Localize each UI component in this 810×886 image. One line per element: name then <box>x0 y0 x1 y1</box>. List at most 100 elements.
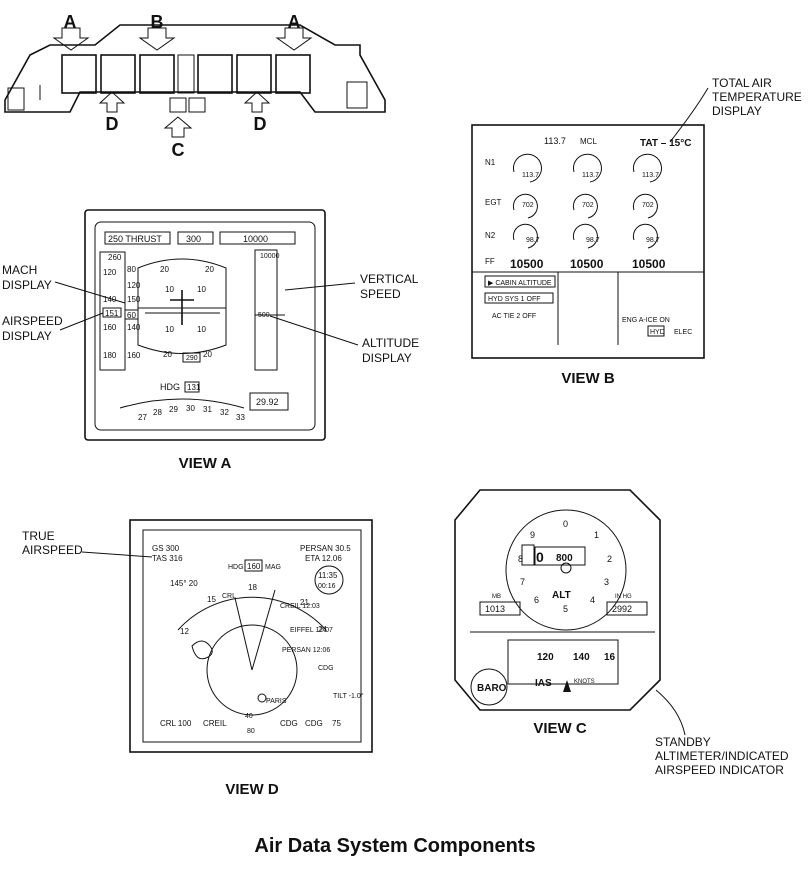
view-a-pfd <box>84 209 326 441</box>
airspeed-callout-2: DISPLAY <box>2 329 52 343</box>
label-a-right: A <box>288 12 301 32</box>
hdg-scale-31: 31 <box>203 405 212 414</box>
cockpit-display-1 <box>61 54 97 94</box>
hdg-scale-27: 27 <box>138 413 147 422</box>
nd-hdg-value: 160 <box>247 562 261 571</box>
view-c-caption: VIEW C <box>533 720 587 737</box>
inhg-value: 2992 <box>612 604 632 614</box>
cockpit-left-instrument <box>7 87 25 111</box>
n2-eng1: 98.7 <box>526 237 540 244</box>
dial-3: 3 <box>604 577 609 587</box>
n2-eng3: 98.7 <box>646 237 660 244</box>
dial-2: 2 <box>607 554 612 564</box>
label-d-left: D <box>106 114 119 134</box>
msg-cabin-altitude: ▶ CABIN ALTITUDE <box>488 280 552 287</box>
arc-15: 15 <box>207 595 216 604</box>
msg-ac-tie: AC TIE 2 OFF <box>492 313 536 320</box>
dial-1: 1 <box>594 530 599 540</box>
cockpit-display-2 <box>100 54 136 94</box>
ias-tick-4: 160 <box>103 323 117 332</box>
view-c-standby-instrument <box>454 489 661 711</box>
ias-tick-6: 120 <box>127 281 141 290</box>
cockpit-panel <box>4 24 386 138</box>
dial-0: 0 <box>563 519 568 529</box>
ias-label: IAS <box>535 678 552 689</box>
wind: 145° 20 <box>170 579 198 588</box>
alt-callout-line <box>269 315 359 346</box>
ff-eng2: 10500 <box>570 257 604 271</box>
dial-5: 5 <box>563 604 568 614</box>
ias-tick-120: 120 <box>537 652 554 663</box>
thrust-readout: 250 THRUST <box>108 234 162 244</box>
n1-eng3: 113.7 <box>642 172 659 179</box>
engine-gauges <box>512 153 662 249</box>
tat-callout-1: TOTAL AIR <box>712 76 772 90</box>
tilt: TILT -1.0° <box>333 692 364 700</box>
alt-label: ALT <box>552 590 571 601</box>
msg-eng-aice: ENG A-ICE ON <box>622 317 670 324</box>
row-n1: N1 <box>485 158 496 167</box>
label-b: B <box>151 12 164 32</box>
wpt-eiffel: EIFFEL 12:07 <box>290 627 333 634</box>
next-fix: PERSAN 30.5 <box>300 544 351 553</box>
tas-callout-line <box>81 551 153 558</box>
n2-eng2: 98.7 <box>586 237 600 244</box>
ground-speed: GS 300 <box>152 544 180 553</box>
ff-eng3: 10500 <box>632 257 666 271</box>
cockpit-standby-1 <box>169 97 187 113</box>
alt-digits: 800 <box>556 553 573 564</box>
top-n1: 113.7 <box>544 136 566 146</box>
row-n2: N2 <box>485 231 496 240</box>
nd-time: 11:35 <box>318 571 338 580</box>
ias-tick-7: 140 <box>127 323 141 332</box>
alt-digit-big: 0 <box>536 549 544 565</box>
dial-4: 4 <box>590 595 595 605</box>
wpt-paris: PARIS <box>266 698 287 705</box>
cockpit-right-instrument <box>346 81 368 109</box>
ias-tick-140: 140 <box>573 652 590 663</box>
bottom-cdg-1: CDG <box>280 719 298 728</box>
pitch-10-right-top: 10 <box>197 285 206 294</box>
wpt-crl: CRL <box>222 593 236 600</box>
nd-mag: MAG <box>265 564 281 571</box>
standby-callout-1: STANDBY <box>655 735 711 749</box>
bottom-range: 75 <box>332 719 341 728</box>
bottom-creil: CREIL <box>203 719 227 728</box>
scale-40: 40 <box>245 713 253 720</box>
ias-tick-16: 16 <box>604 652 616 663</box>
mb-label: MB <box>492 594 501 600</box>
pitch-20-left-bottom: 20 <box>163 350 172 359</box>
view-a-caption: VIEW A <box>179 455 232 472</box>
arc-12: 12 <box>180 627 189 636</box>
ias-tick-1: 120 <box>103 268 117 277</box>
alt-callout-1: ALTITUDE <box>362 336 419 350</box>
arrow-d-right <box>243 91 271 113</box>
standby-callout-line <box>655 689 686 736</box>
mach-current: 80 <box>127 265 136 274</box>
thrust-mode: MCL <box>580 137 597 146</box>
egt-eng1: 702 <box>522 202 534 209</box>
arc-18: 18 <box>248 583 257 592</box>
alt-current: 500 <box>258 312 270 319</box>
altitude-select-readout: 10000 <box>243 234 268 244</box>
tat-callout-2: TEMPERATURE <box>712 90 802 104</box>
ias-tick-5: 180 <box>103 351 117 360</box>
ias-current: 151 <box>105 309 119 318</box>
mach-box: 60 <box>127 311 136 320</box>
mb-value: 1013 <box>485 604 505 614</box>
pitch-20-left-top: 20 <box>160 265 169 274</box>
ias-tick-0: 260 <box>108 253 122 262</box>
bottom-crl: CRL 100 <box>160 719 192 728</box>
arrow-d-left <box>98 91 126 113</box>
dial-6: 6 <box>534 595 539 605</box>
row-egt: EGT <box>485 198 502 207</box>
hdg-scale-33: 33 <box>236 413 245 422</box>
tat-callout-line <box>669 87 709 143</box>
hdg-scale-28: 28 <box>153 408 162 417</box>
hdg-label: HDG <box>160 382 180 392</box>
egt-eng3: 702 <box>642 202 654 209</box>
vs-callout-line <box>284 282 356 291</box>
alt-callout-2: DISPLAY <box>362 351 412 365</box>
alt-bottom: 290 <box>186 355 198 362</box>
mach-callout-1: MACH <box>2 263 37 277</box>
